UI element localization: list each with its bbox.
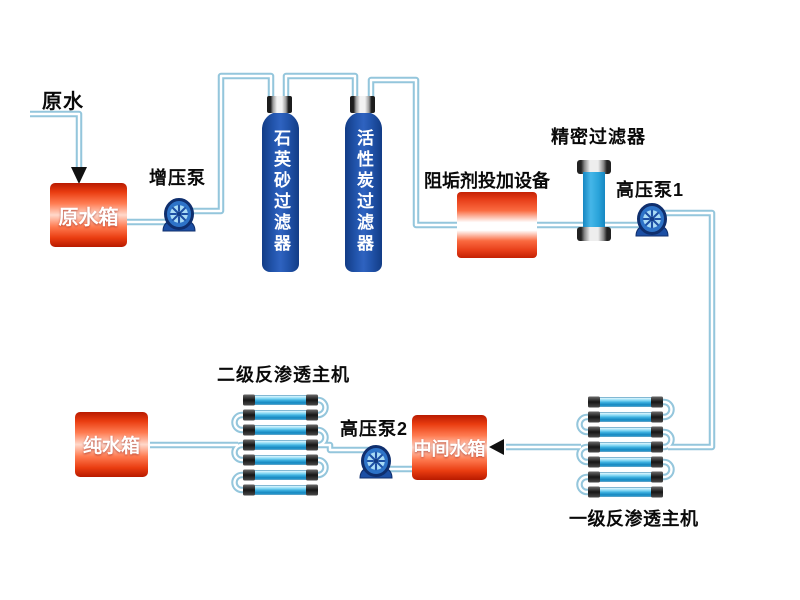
high-pressure-pump-2-icon	[358, 445, 394, 480]
precision-filter-top-cap	[577, 160, 611, 174]
pure-water-tank: 纯水箱	[75, 412, 148, 477]
raw-water-tank: 原水箱	[50, 183, 127, 247]
intermediate-water-tank-label: 中间水箱	[413, 438, 486, 459]
stage2-ro-membrane-stack	[242, 394, 319, 496]
scale-inhibitor-dosing-unit	[457, 192, 537, 258]
high-pressure-pump-1-label: 高压泵1	[616, 180, 685, 200]
quartz-sand-filter-vessel: 石英砂过滤器	[262, 112, 299, 272]
activated-carbon-filter-vessel: 活性炭过滤器	[345, 112, 382, 272]
intermediate-water-tank: 中间水箱	[412, 415, 487, 480]
quartz-filter-cap	[267, 96, 292, 113]
stage2-ro-unit-label: 二级反渗透主机	[217, 365, 350, 385]
pure-water-tank-label: 纯水箱	[82, 436, 140, 457]
high-pressure-pump-1-icon	[634, 203, 670, 238]
activated-carbon-filter-label: 活性炭过滤器	[354, 129, 373, 255]
precision-filter-cartridge	[583, 172, 605, 230]
booster-pump-label: 增压泵	[149, 168, 206, 188]
raw-water-tank-label: 原水箱	[58, 206, 119, 229]
high-pressure-pump-2-label: 高压泵2	[340, 419, 409, 439]
stage1-ro-membrane-stack	[587, 396, 664, 498]
raw-water-inlet-arrow-icon	[71, 167, 87, 184]
raw-water-label: 原水	[42, 91, 84, 113]
scale-inhibitor-doser-label: 阻垢剂投加设备	[424, 171, 550, 191]
precision-filter-title-label: 精密过滤器	[551, 127, 646, 147]
carbon-filter-cap	[350, 96, 375, 113]
booster-pump-icon	[161, 198, 197, 233]
precision-filter-bottom-cap	[577, 227, 611, 241]
quartz-sand-filter-label: 石英砂过滤器	[271, 129, 290, 255]
intermediate-tank-inlet-arrow-icon	[489, 439, 504, 455]
stage1-ro-unit-label: 一级反渗透主机	[569, 509, 699, 529]
